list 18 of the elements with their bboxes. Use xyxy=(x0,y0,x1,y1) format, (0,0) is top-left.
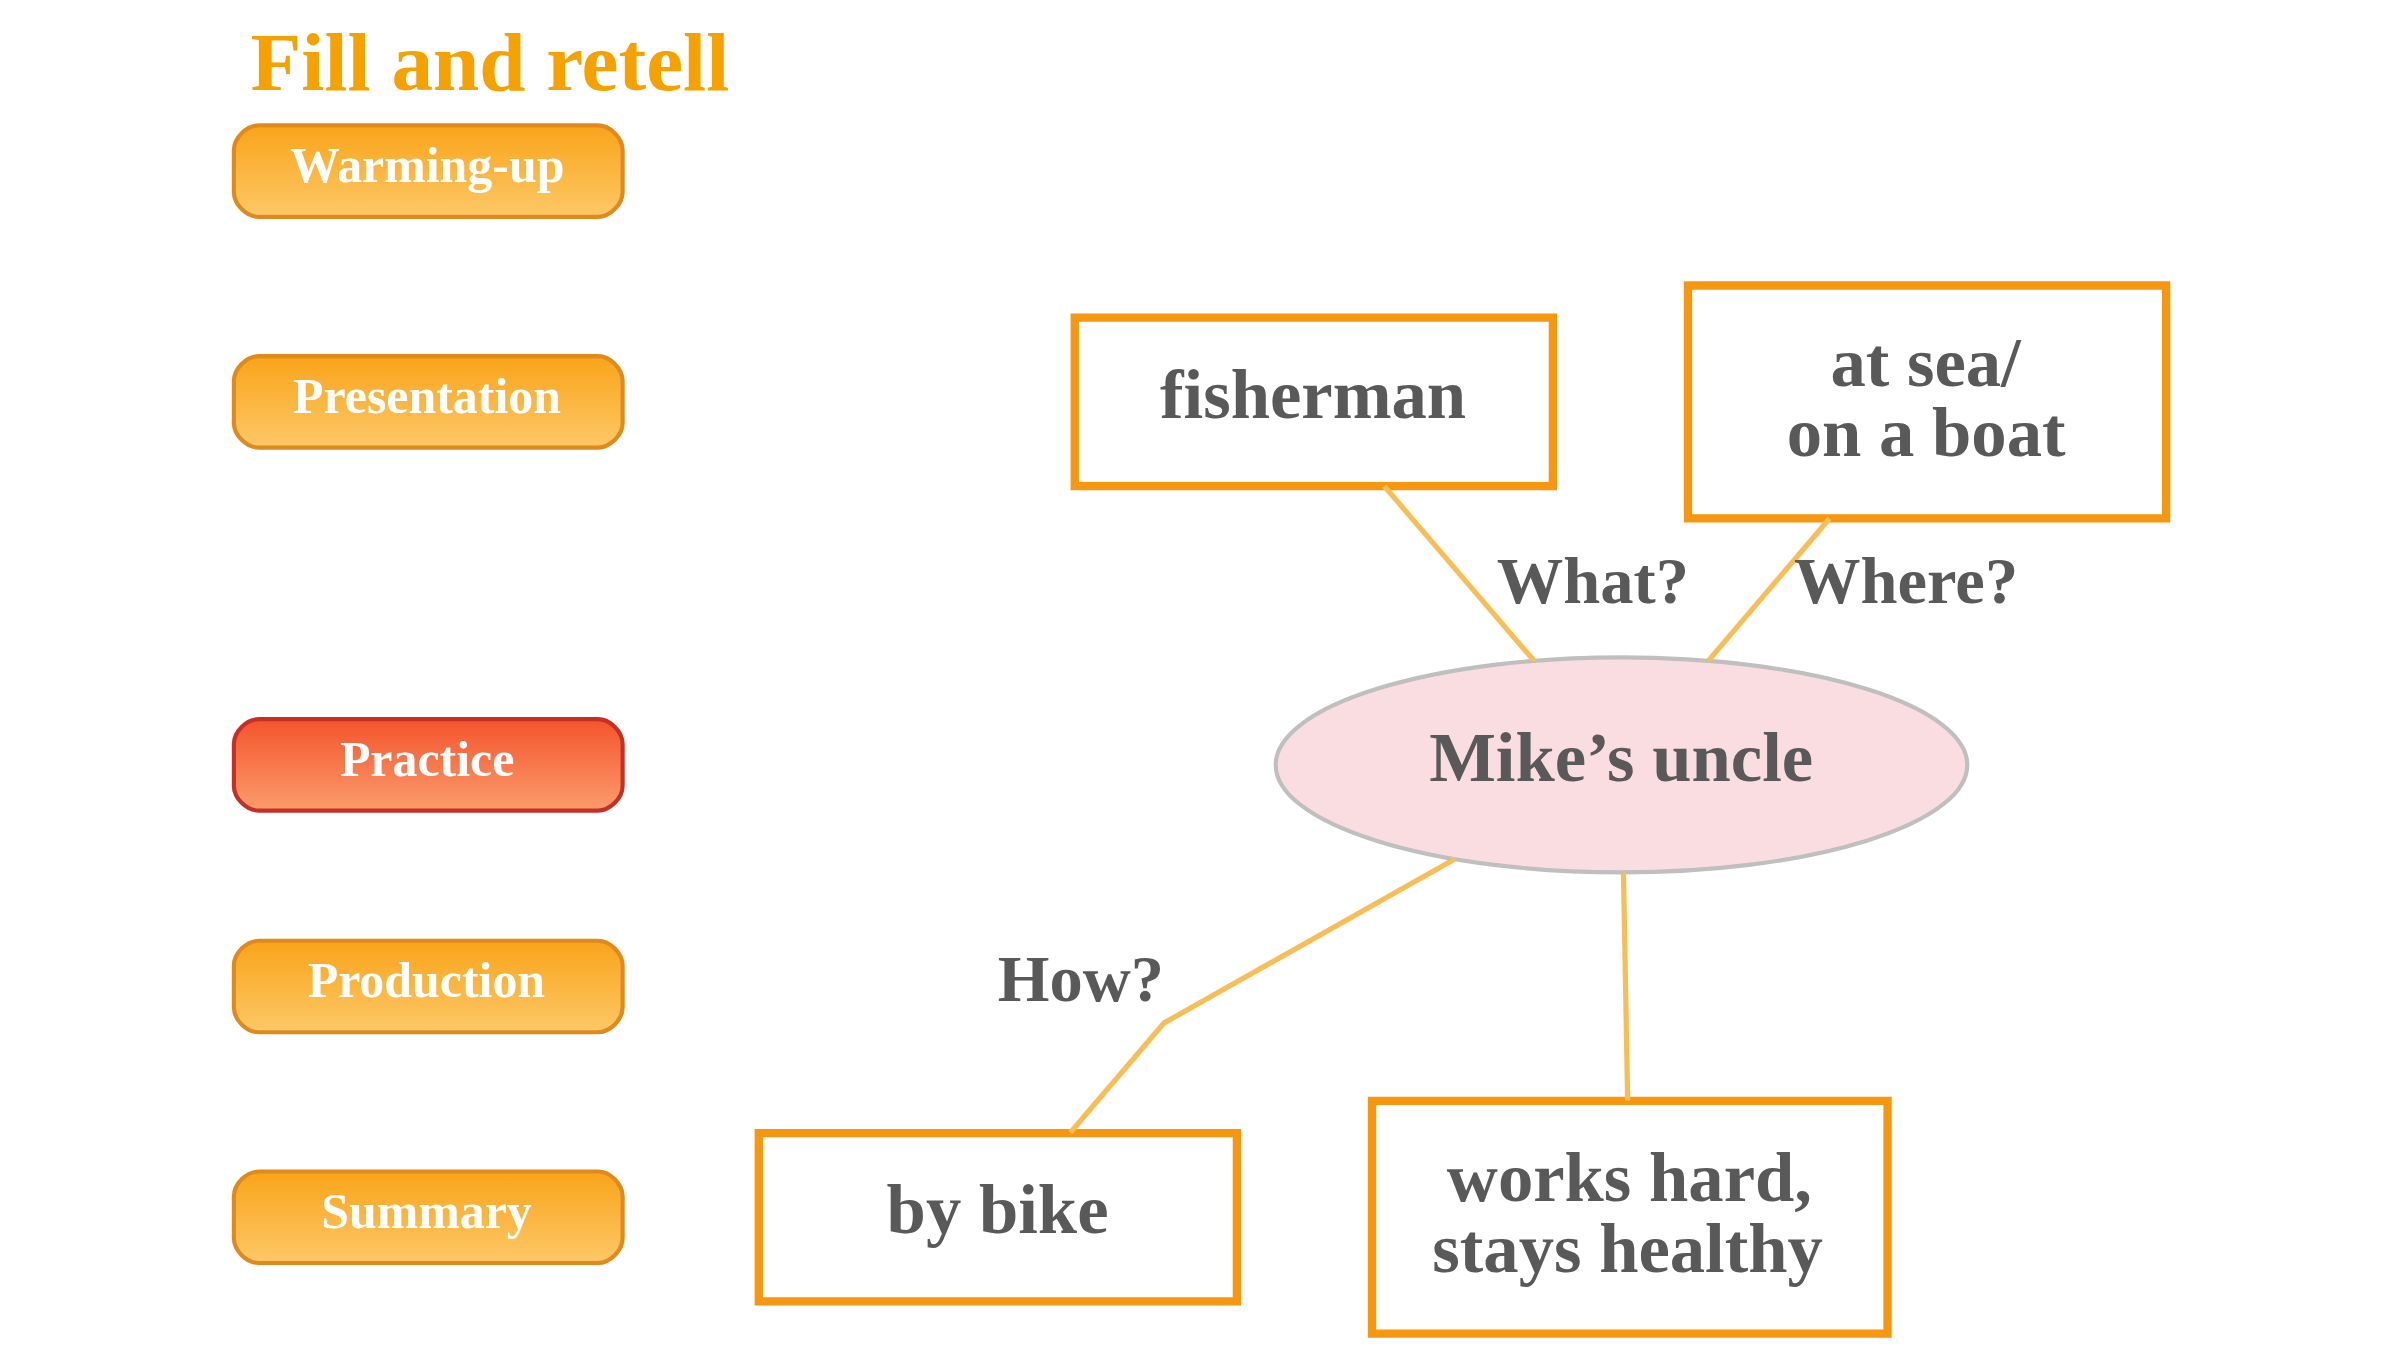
diagram-title: Fill and retell xyxy=(250,15,729,108)
node-box: Summary xyxy=(231,1168,625,1265)
node-ellipse: Mike’s uncle xyxy=(1273,654,1969,875)
connector xyxy=(1620,872,1630,1101)
edge-label: What? xyxy=(1496,543,1689,617)
node-box: Practice xyxy=(231,716,625,813)
connector xyxy=(1381,484,1536,663)
edge-label: How? xyxy=(997,941,1164,1015)
node-box: Production xyxy=(231,938,625,1034)
node-box: fisherman xyxy=(1070,313,1557,490)
edge-label: Where? xyxy=(1793,543,2018,617)
node-box: by bike xyxy=(754,1128,1241,1306)
connector xyxy=(1705,516,1831,663)
connector xyxy=(1067,856,1456,1134)
node-box: at sea/ on a boat xyxy=(1683,280,2170,522)
node-box: Presentation xyxy=(231,353,625,450)
node-box: Warming-up xyxy=(231,122,625,219)
node-box: works hard, stays healthy xyxy=(1367,1096,1892,1338)
